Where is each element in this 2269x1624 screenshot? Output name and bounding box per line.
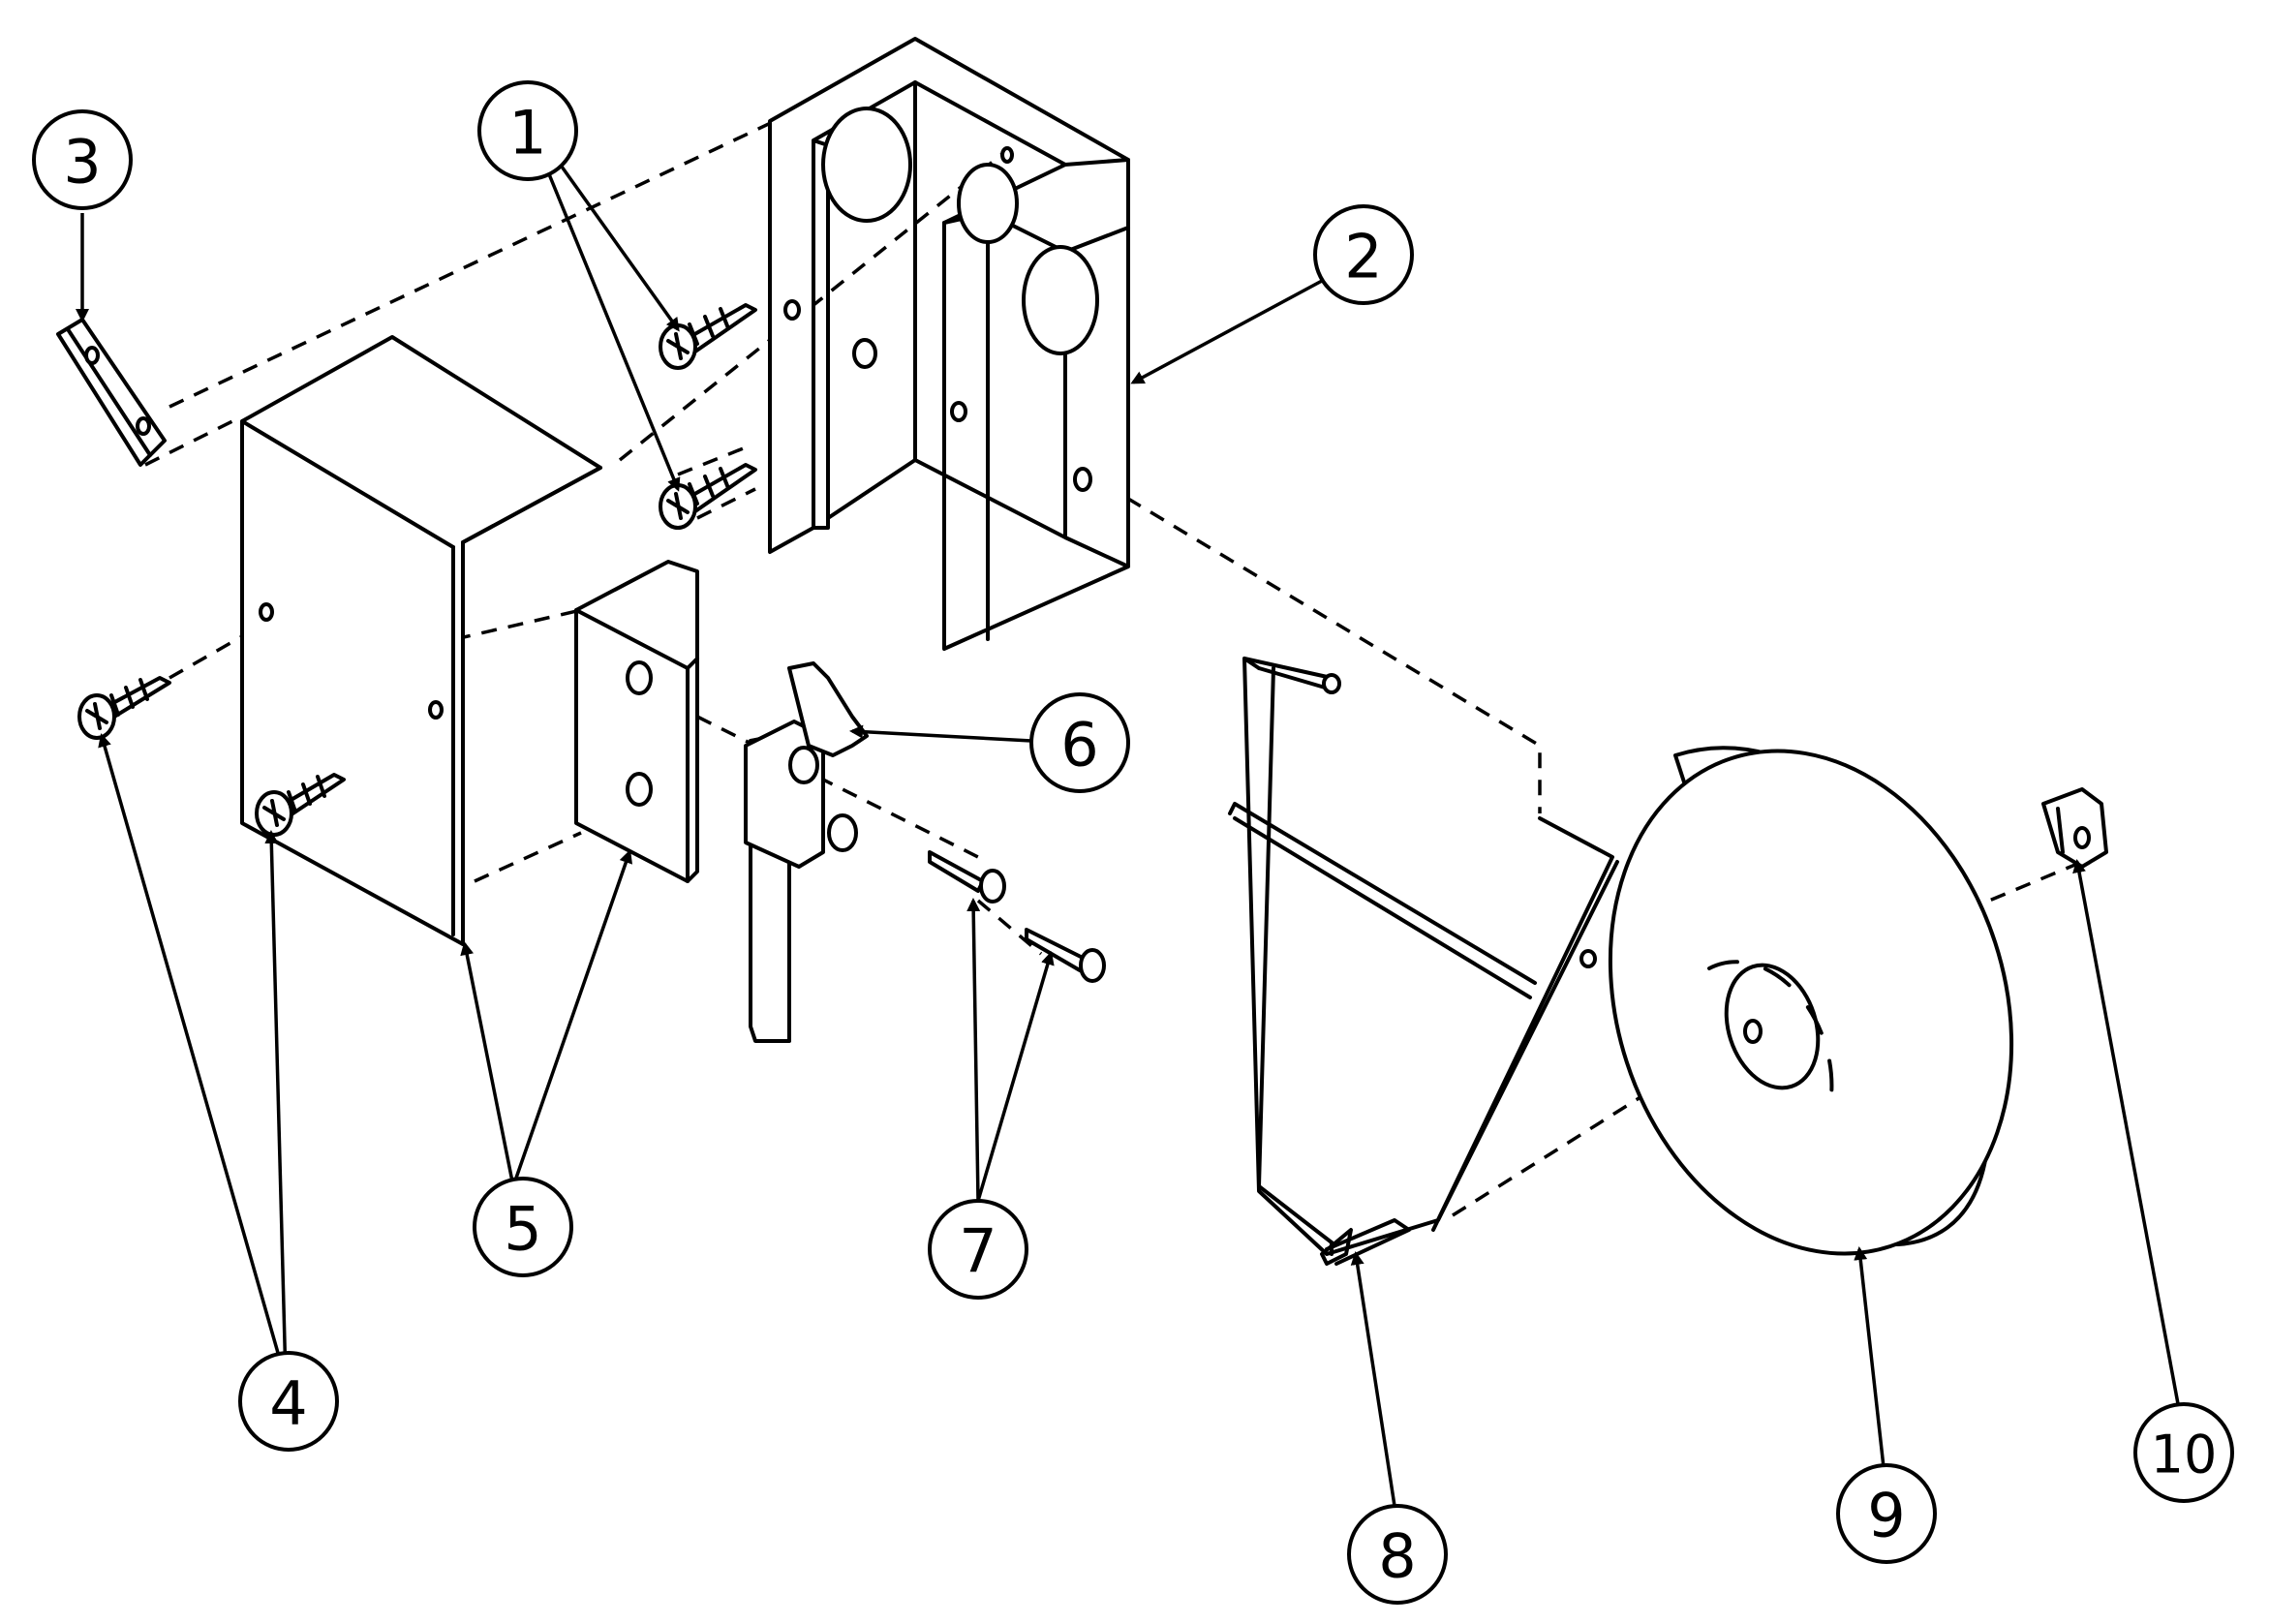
callout-6: 6 [1029, 692, 1130, 793]
callout-7-label: 7 [959, 1216, 997, 1287]
callout-10: 10 [2133, 1402, 2234, 1503]
part-2-u-bracket [768, 37, 1130, 651]
callout-1: 1 [477, 80, 578, 181]
part-8-wire-frame [1228, 657, 1619, 1266]
callout-9: 9 [1836, 1463, 1937, 1564]
part-1-screw-upper [659, 303, 757, 370]
part-5-mounting-plate [574, 560, 699, 883]
callout-5-label: 5 [504, 1194, 541, 1265]
part-9-disc [1608, 746, 2014, 1256]
callout-3-label: 3 [63, 127, 101, 198]
part-10-end-clip [2041, 787, 2108, 869]
callout-8: 8 [1347, 1504, 1448, 1605]
callout-6-label: 6 [1060, 710, 1098, 781]
part-6-latch [744, 661, 869, 1043]
part-7-screw-lower [1025, 928, 1106, 983]
part-1-screw-lower [659, 463, 757, 530]
callout-9-label: 9 [1867, 1481, 1905, 1551]
part-4-screw-right [255, 773, 346, 837]
callout-5: 5 [473, 1177, 573, 1277]
callout-2-label: 2 [1344, 222, 1382, 292]
part-4-screw-left [77, 676, 171, 740]
callout-1-label: 1 [508, 98, 546, 169]
callout-7: 7 [928, 1199, 1028, 1300]
callout-4-label: 4 [269, 1368, 307, 1439]
callout-8-label: 8 [1378, 1521, 1416, 1592]
part-3-clip [56, 318, 167, 467]
part-7-screw-upper [928, 850, 1006, 904]
callout-10-label: 10 [2151, 1425, 2218, 1486]
leader-lines [76, 158, 2181, 1507]
callout-2: 2 [1313, 204, 1414, 305]
part-5-front-cover [240, 335, 602, 946]
callout-4: 4 [238, 1351, 339, 1452]
callout-3: 3 [32, 109, 133, 210]
